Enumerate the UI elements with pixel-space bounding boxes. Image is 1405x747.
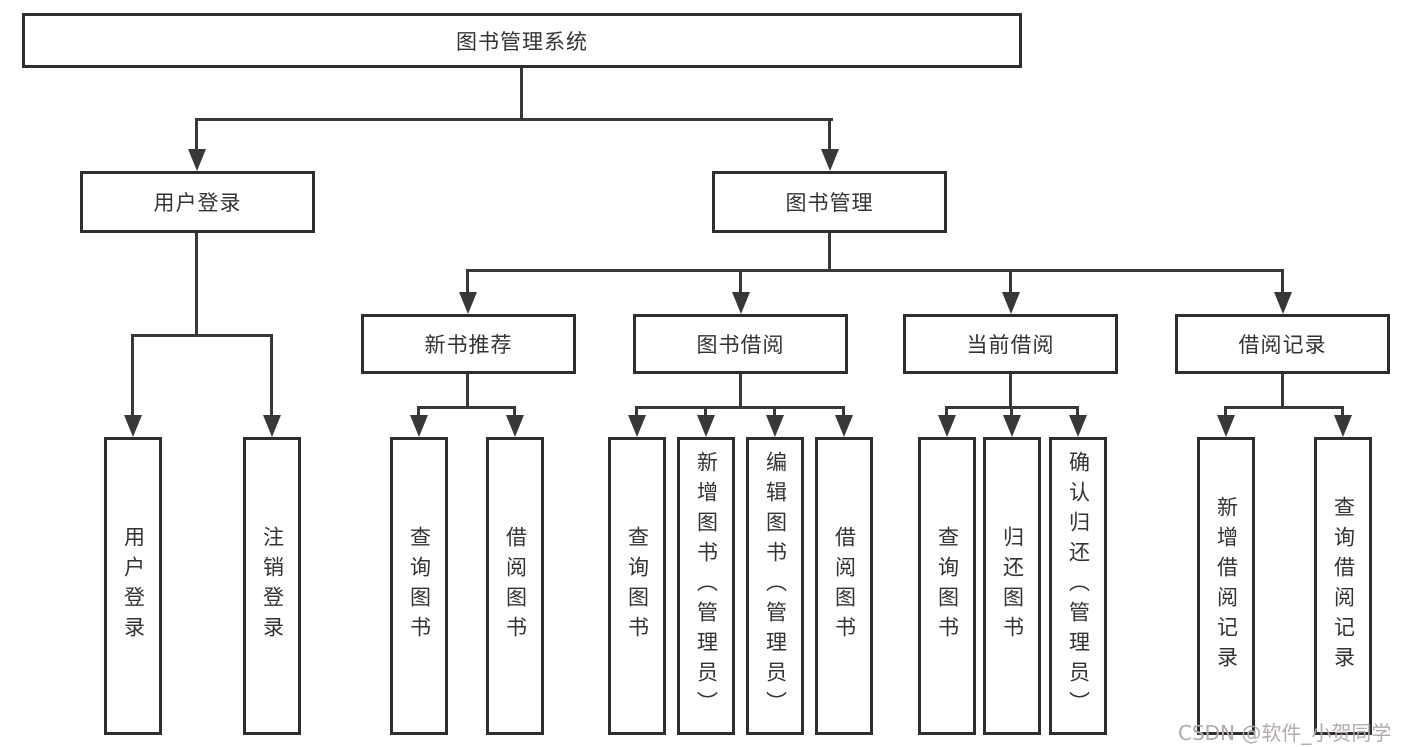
connector-line [945,408,948,419]
leaf-newbook-query-books: 查询图书 [390,437,448,735]
connector-line [828,120,831,154]
connector-line [739,374,742,408]
arrow-down-icon [459,292,477,314]
connector-line [828,233,831,272]
connector-line [1281,271,1284,295]
arrow-down-icon [124,415,142,437]
arrow-down-icon [506,415,524,437]
connector-line [520,68,523,121]
leaf-logout: 注销登录 [243,437,301,735]
leaf-current-query-books: 查询图书 [918,437,976,735]
connector-line [195,233,198,336]
node-user-login: 用户登录 [80,171,315,233]
node-book-management: 图书管理 [712,171,947,233]
arrow-down-icon [1274,292,1292,314]
connector-line [635,406,845,409]
arrow-down-icon [835,415,853,437]
leaf-borrow-add-books-admin: 新增图书（管理员） [677,437,735,735]
connector-line [842,408,845,419]
connector-line [635,408,638,419]
connector-line [1009,271,1012,295]
connector-line [417,408,420,419]
arrow-down-icon [821,149,839,171]
connector-line [1281,374,1284,408]
connector-line [1341,408,1344,419]
node-new-book-recommend: 新书推荐 [361,314,576,374]
connector-line [1224,408,1227,419]
connector-line [417,406,516,409]
leaf-borrow-query-books: 查询图书 [608,437,666,735]
arrow-down-icon [766,415,784,437]
connector-line [739,271,742,295]
arrow-down-icon [188,149,206,171]
node-current-borrowing: 当前借阅 [903,314,1118,374]
arrow-down-icon [938,415,956,437]
connector-line [1076,408,1079,419]
connector-line [773,408,776,419]
connector-line [466,374,469,408]
node-book-borrowing: 图书借阅 [633,314,848,374]
node-root: 图书管理系统 [22,13,1022,68]
connector-line [1010,408,1013,419]
connector-line [1009,374,1012,408]
arrow-down-icon [410,415,428,437]
leaf-records-query-record: 查询借阅记录 [1314,437,1372,735]
leaf-current-confirm-return-admin: 确认归还（管理员） [1049,437,1107,735]
connector-line [195,118,833,121]
connector-line [466,269,1284,272]
connector-line [513,408,516,419]
connector-line [270,336,273,419]
node-borrowing-records: 借阅记录 [1175,314,1390,374]
arrow-down-icon [1003,415,1021,437]
leaf-newbook-borrow-books: 借阅图书 [486,437,544,735]
leaf-borrow-borrow-books: 借阅图书 [815,437,873,735]
leaf-current-return-books: 归还图书 [983,437,1041,735]
connector-line [131,336,134,419]
watermark: CSDN @软件_小贺同学 [1178,721,1392,745]
arrow-down-icon [697,415,715,437]
leaf-user-login: 用户登录 [104,437,162,735]
connector-line [945,406,1079,409]
connector-line [704,408,707,419]
leaf-records-add-record: 新增借阅记录 [1197,437,1255,735]
arrow-down-icon [1002,292,1020,314]
leaf-borrow-edit-books-admin: 编辑图书（管理员） [746,437,804,735]
arrow-down-icon [732,292,750,314]
arrow-down-icon [1069,415,1087,437]
connector-line [131,334,273,337]
arrow-down-icon [628,415,646,437]
connector-line [195,120,198,154]
arrow-down-icon [263,415,281,437]
connector-line [1224,406,1344,409]
arrow-down-icon [1334,415,1352,437]
arrow-down-icon [1217,415,1235,437]
connector-line [466,271,469,295]
